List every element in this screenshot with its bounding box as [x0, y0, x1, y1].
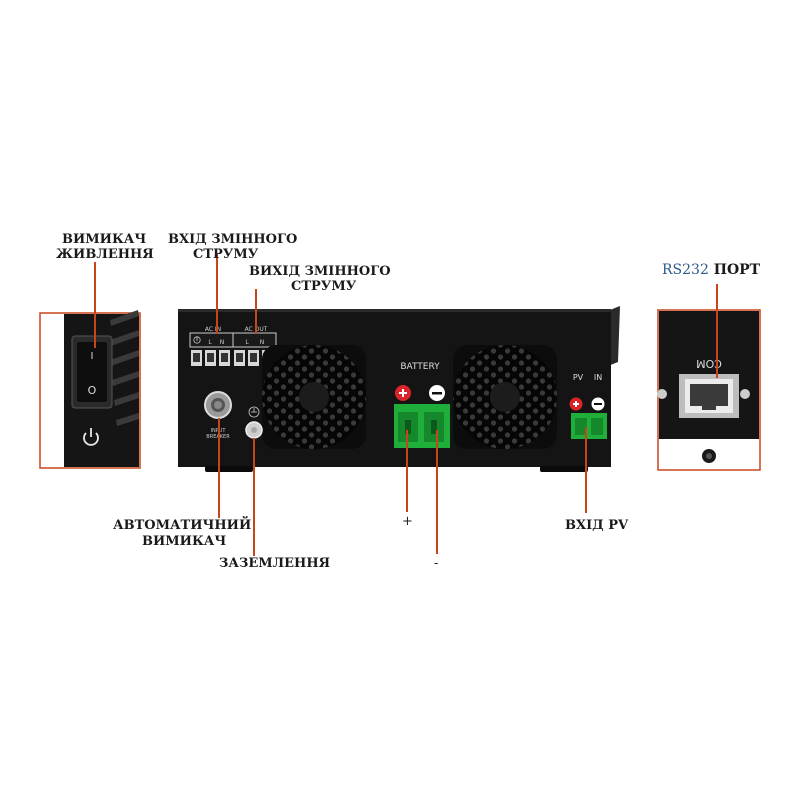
label-rs232-b: ПОРТ — [713, 262, 761, 278]
label-plus: + — [402, 514, 413, 529]
in-text: IN — [594, 373, 602, 382]
label-ac-out-2: СТРУМУ — [291, 279, 357, 294]
ac-in-l-text: L — [208, 339, 212, 346]
label-rs232: RS232 ПОРТ — [662, 262, 760, 278]
leader-rs232 — [716, 284, 718, 378]
rs232-inset: COM — [657, 309, 761, 471]
label-ac-in-1: ВХІД ЗМІННОГО — [168, 232, 298, 247]
label-ground: ЗАЗЕМЛЕННЯ — [219, 556, 331, 571]
leader-breaker — [218, 418, 220, 518]
leader-battery-minus — [436, 430, 438, 554]
pv-text: PV — [573, 373, 584, 382]
label-minus: - — [434, 556, 439, 571]
battery-terminals: BATTERY — [394, 362, 450, 448]
rocker-switch: I O — [71, 335, 113, 409]
label-power-switch-1: ВИМИКАЧ — [62, 232, 147, 247]
label-breaker-1: АВТОМАТИЧНИЙ — [113, 518, 252, 533]
label-pv-input: ВХІД PV — [565, 518, 629, 533]
ac-in-text: AC IN — [205, 326, 221, 333]
leader-ac-in — [216, 254, 218, 334]
battery-text: BATTERY — [400, 362, 440, 372]
cooling-fan-left — [262, 345, 366, 449]
ground-terminal — [245, 406, 263, 439]
ac-in-n-text: N — [220, 339, 225, 346]
rj45-port — [679, 374, 739, 418]
leader-ac-out — [255, 289, 257, 334]
leader-power-switch — [94, 262, 96, 348]
power-switch-inset: I O — [39, 310, 141, 469]
leader-ground — [253, 438, 255, 556]
ac-out-n-text: N — [260, 339, 265, 346]
leader-pv — [585, 427, 587, 513]
leader-battery-plus — [406, 430, 408, 512]
com-text: COM — [696, 357, 722, 370]
pv-terminals: PV IN — [569, 373, 607, 439]
label-ac-out-1: ВИХІД ЗМІННОГО — [249, 264, 391, 279]
switch-on-mark: I — [91, 351, 94, 362]
power-icon — [83, 428, 99, 446]
ac-out-l-text: L — [245, 339, 249, 346]
label-power-switch-2: ЖИВЛЕННЯ — [56, 247, 154, 262]
cooling-fan-right — [453, 345, 557, 449]
label-rs232-a: RS232 — [662, 262, 709, 278]
label-breaker-2: ВИМИКАЧ — [142, 534, 227, 549]
vent-slots — [110, 310, 139, 426]
switch-off-mark: O — [88, 384, 97, 397]
label-ac-in-2: СТРУМУ — [193, 247, 259, 262]
